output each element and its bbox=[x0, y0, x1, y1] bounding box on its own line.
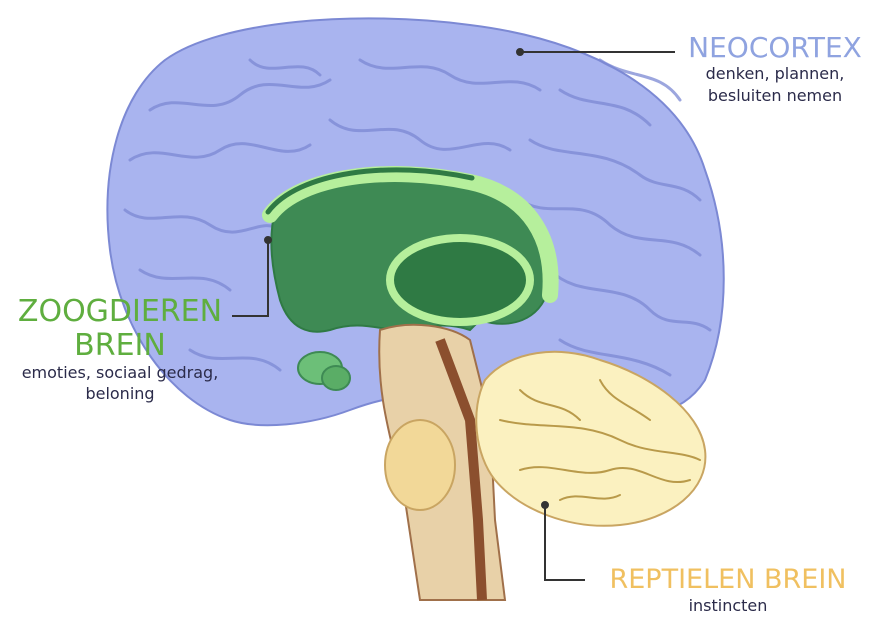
zoogdieren-pointer bbox=[265, 237, 271, 243]
neocortex-title: NEOCORTEX bbox=[670, 32, 877, 63]
neocortex-description-1: denken, plannen, bbox=[670, 63, 877, 84]
zoogdieren-description-1: emoties, sociaal gedrag, bbox=[0, 362, 240, 383]
zoogdieren-title-1: ZOOGDIEREN bbox=[0, 295, 240, 329]
zoogdieren-description-2: beloning bbox=[0, 383, 240, 404]
reptielen-label: REPTIELEN BREIN instincten bbox=[588, 565, 868, 617]
zoogdieren-label: ZOOGDIEREN BREIN emoties, sociaal gedrag… bbox=[0, 295, 240, 405]
reptielen-title: REPTIELEN BREIN bbox=[588, 565, 868, 595]
neocortex-label: NEOCORTEX denken, plannen, besluiten nem… bbox=[670, 32, 877, 106]
reptielen-description: instincten bbox=[588, 595, 868, 616]
reptielen-pointer bbox=[542, 502, 548, 508]
neocortex-description-2: besluiten nemen bbox=[670, 85, 877, 106]
zoogdieren-title-2: BREIN bbox=[0, 329, 240, 363]
neocortex-pointer bbox=[517, 49, 523, 55]
